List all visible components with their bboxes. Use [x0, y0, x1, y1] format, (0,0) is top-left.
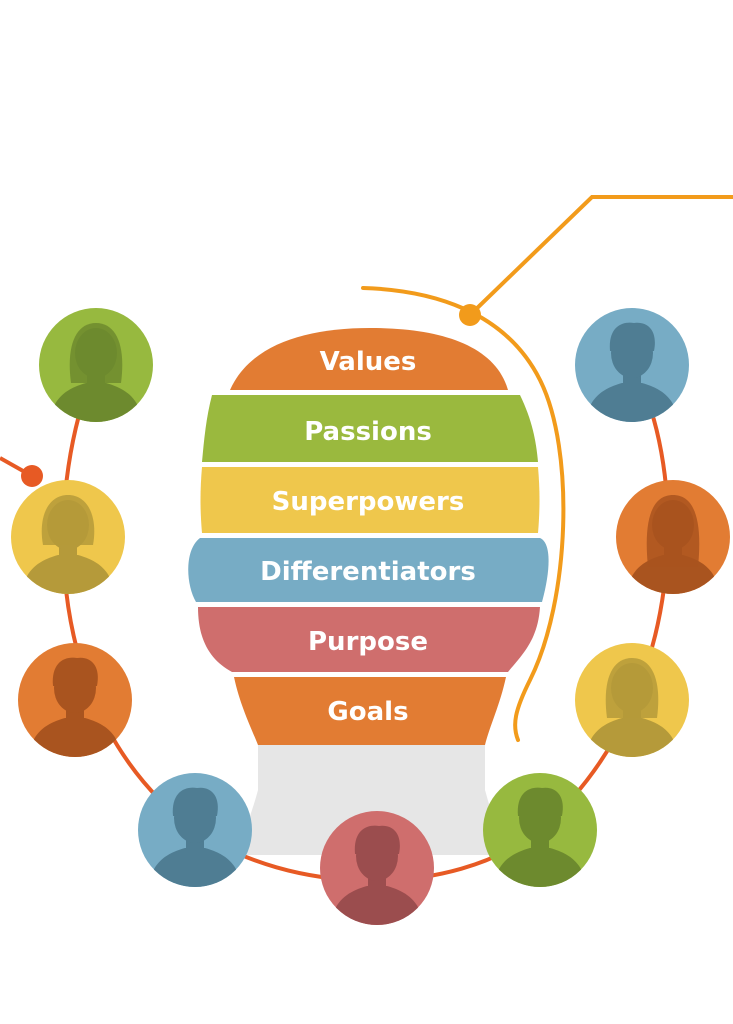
band-label-passions: Passions [304, 417, 432, 447]
band-goals [234, 677, 506, 745]
person-female-top-left [39, 308, 153, 422]
band-differentiators [188, 538, 549, 602]
person-female-right [575, 643, 689, 757]
band-label-superpowers: Superpowers [272, 487, 465, 517]
band-superpowers [200, 467, 540, 533]
band-label-values: Values [320, 347, 417, 377]
person-male-bottom-right [483, 773, 597, 887]
person-male-bottom-left [138, 773, 252, 887]
person-silhouette-icon [29, 657, 121, 757]
person-silhouette-icon [22, 495, 114, 594]
person-male-bottom [320, 811, 434, 925]
band-label-purpose: Purpose [308, 627, 428, 657]
person-silhouette-icon [627, 495, 719, 594]
head-neck [240, 742, 500, 855]
person-silhouette-icon [586, 322, 678, 422]
person-silhouette-icon [50, 323, 142, 422]
person-silhouette-icon [494, 787, 586, 887]
accent-pointer-dot [459, 304, 481, 326]
accent-pointer-line [468, 195, 733, 317]
people-avatars [11, 308, 730, 925]
person-silhouette-icon [331, 825, 423, 925]
band-label-differentiators: Differentiators [260, 557, 476, 587]
person-silhouette-icon [586, 658, 678, 757]
person-female-left [11, 480, 125, 594]
band-label-goals: Goals [327, 697, 408, 727]
head-bands [188, 328, 549, 745]
person-male-left [18, 643, 132, 757]
person-male-top-right [575, 308, 689, 422]
band-values [230, 328, 508, 390]
person-female-right-upper [616, 480, 730, 594]
band-labels: Values Passions Superpowers Differentiat… [260, 347, 476, 727]
accent-arc-line [361, 286, 566, 742]
band-purpose [198, 607, 540, 672]
band-passions [202, 395, 538, 462]
person-silhouette-icon [149, 787, 241, 887]
left-connector-dot [21, 465, 43, 487]
